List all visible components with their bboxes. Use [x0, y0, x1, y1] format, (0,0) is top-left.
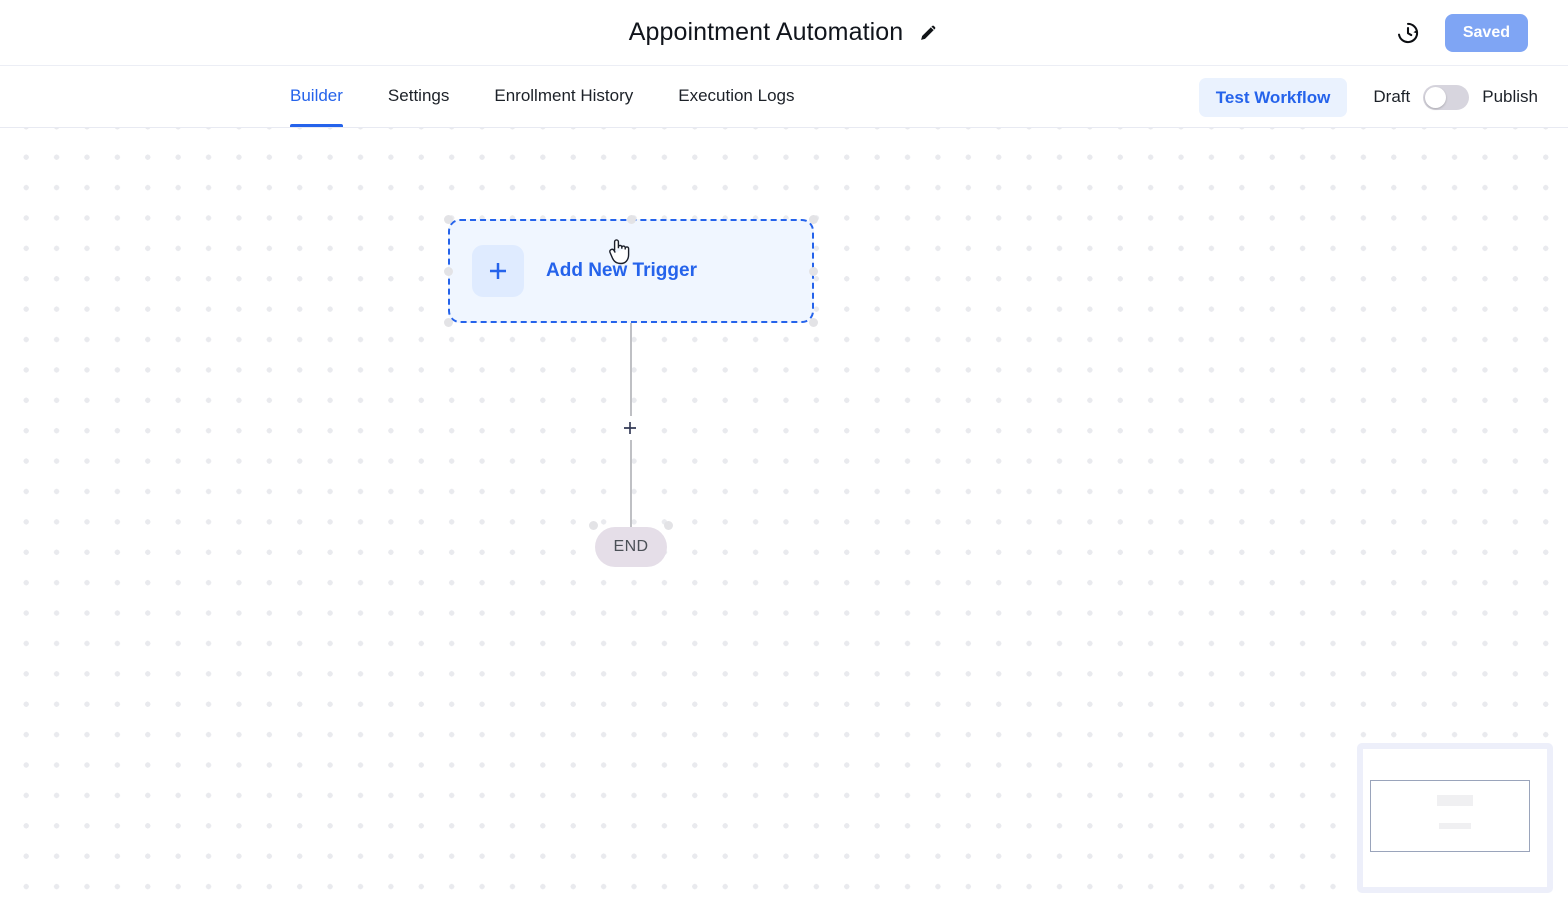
node-handle[interactable]: [626, 215, 636, 224]
publish-label: Publish: [1482, 87, 1538, 106]
toggle-knob: [1425, 86, 1447, 108]
node-handle[interactable]: [444, 215, 453, 224]
end-node[interactable]: END: [589, 521, 673, 567]
titlebar-actions: Saved: [1395, 0, 1528, 66]
publish-toggle[interactable]: [1423, 84, 1470, 110]
minimap-viewport[interactable]: [1370, 780, 1530, 852]
tab-builder[interactable]: Builder: [290, 66, 343, 127]
add-new-trigger-label: Add New Trigger: [546, 260, 697, 281]
pencil-icon[interactable]: [917, 22, 939, 44]
minimap-inner: [1363, 749, 1547, 887]
end-node-label: END: [613, 538, 649, 555]
node-handle[interactable]: [664, 521, 673, 530]
minimap-node: [1437, 795, 1473, 806]
tabbar-actions: Test Workflow Draft Publish: [1198, 66, 1538, 128]
node-handle[interactable]: [589, 521, 598, 530]
canvas-minimap[interactable]: [1357, 743, 1553, 893]
test-workflow-button[interactable]: Test Workflow: [1198, 77, 1348, 117]
add-new-trigger-node[interactable]: Add New Trigger: [444, 215, 818, 327]
tab-enrollment-history[interactable]: Enrollment History: [494, 85, 634, 105]
plus-icon: [472, 245, 524, 297]
clock-history-icon[interactable]: [1395, 20, 1421, 46]
publish-toggle-group: Draft Publish: [1373, 84, 1538, 110]
draft-label: Draft: [1373, 87, 1411, 106]
save-button[interactable]: Saved: [1444, 14, 1528, 52]
node-handle[interactable]: [809, 318, 818, 327]
add-step-button[interactable]: [618, 416, 642, 440]
title-wrap: Appointment Automation: [629, 18, 940, 47]
tab-execution-logs[interactable]: Execution Logs: [678, 85, 795, 105]
node-handle[interactable]: [809, 266, 818, 276]
tab-settings[interactable]: Settings: [387, 85, 450, 105]
node-handle[interactable]: [444, 318, 453, 327]
node-handle[interactable]: [809, 215, 818, 224]
minimap-node: [1439, 823, 1471, 829]
node-handle[interactable]: [444, 266, 453, 276]
page-title: Appointment Automation: [628, 18, 904, 46]
title-bar: Appointment Automation Saved: [0, 0, 1568, 66]
tab-bar: Builder Settings Enrollment History Exec…: [0, 66, 1568, 128]
workflow-canvas[interactable]: Add New Trigger END: [0, 128, 1568, 908]
